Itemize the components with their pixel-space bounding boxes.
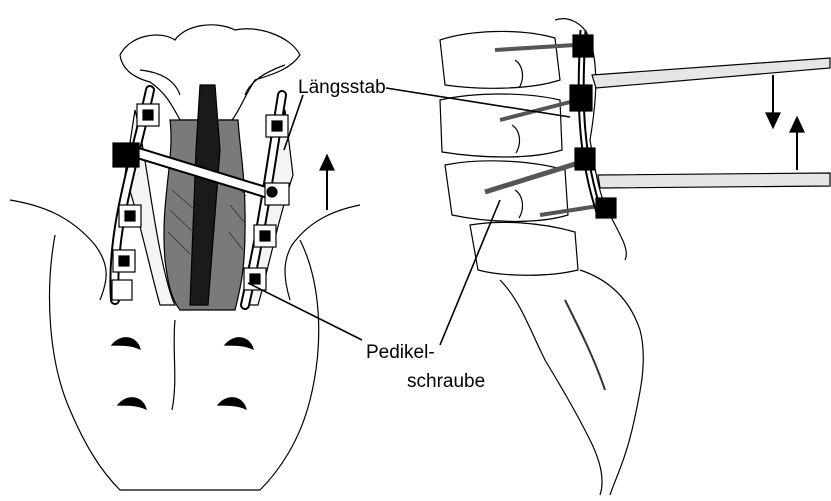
lower-distractor-bar	[598, 173, 830, 188]
sacral-foramen-left-1	[112, 338, 140, 349]
connector-clamp-left	[113, 143, 139, 167]
lateral-screw-head	[570, 85, 592, 111]
distraction-arrow-left-head	[320, 155, 334, 170]
pedicle-screw-core	[272, 121, 282, 131]
sacrum-lateral-shading	[565, 300, 605, 390]
connector-nut	[267, 187, 277, 197]
facet-detail	[512, 60, 522, 218]
leader-lines	[248, 88, 570, 345]
lateral-view	[440, 19, 830, 495]
pedikel-leader-left	[248, 283, 362, 340]
lateral-screw-head	[573, 35, 593, 57]
vertebral-body-4	[470, 222, 578, 275]
sacral-foramen-left-2	[118, 398, 146, 409]
compression-arrow-down-head	[766, 113, 780, 128]
lateral-screw-head	[575, 148, 595, 170]
vertebral-body-1	[440, 31, 560, 88]
right-iliac-wing	[285, 205, 360, 300]
pedikel-label-line2: schraube	[407, 372, 485, 391]
pedicle-screw-shaft	[485, 160, 588, 192]
laengsstab-leader-right	[386, 88, 570, 117]
pedicle-screw-core	[260, 231, 270, 241]
pedicle-screw-head	[112, 280, 132, 300]
distraction-arrow-up-head	[790, 117, 804, 132]
pedicle-screw-shaft	[495, 45, 575, 50]
pedicle-screw-core	[250, 274, 260, 284]
lateral-screw-head	[596, 198, 616, 218]
sacral-foramen-right-2	[218, 398, 246, 409]
vertebral-body-2	[440, 94, 562, 157]
laengsstab-label: Längsstab	[298, 78, 386, 97]
sacral-foramen-right-1	[225, 338, 253, 349]
left-iliac-wing	[10, 200, 106, 300]
pedicle-screw-core	[143, 110, 153, 120]
pedikel-label-line1: Pedikel-	[366, 343, 435, 362]
upper-distractor-bar	[592, 58, 830, 88]
sacral-midline	[172, 320, 175, 410]
pedicle-screw-core	[125, 211, 135, 221]
sacrum-lateral	[500, 270, 643, 495]
pedicle-screw-core	[119, 256, 129, 266]
